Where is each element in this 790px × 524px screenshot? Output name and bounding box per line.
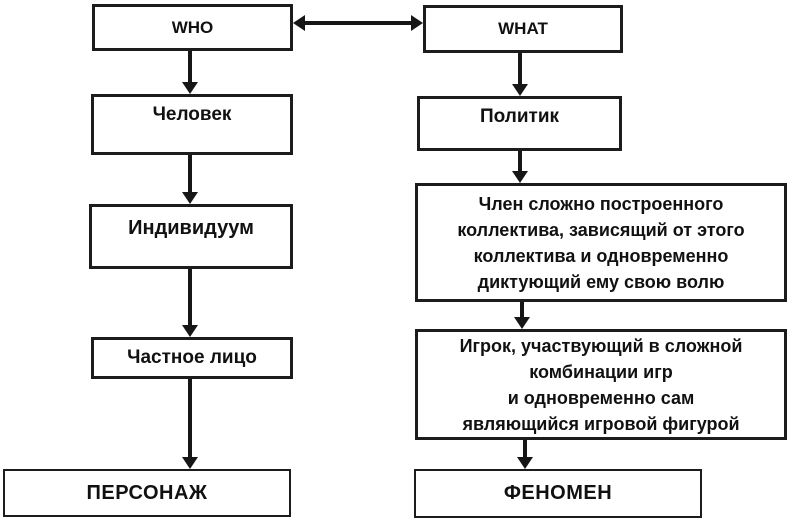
- arrow-politician-to-collective-member: [512, 151, 528, 183]
- arrow-what-to-politician: [512, 53, 528, 96]
- arrow-individual-to-private-person: [182, 269, 198, 337]
- arrowhead-right: [411, 15, 423, 31]
- node-player: Игрок, участвующий в сложной комбинации …: [415, 329, 787, 440]
- node-private-person: Частное лицо: [91, 337, 293, 379]
- arrowhead-down: [517, 457, 533, 469]
- arrow-human-to-individual: [182, 155, 198, 204]
- node-what: WHAT: [423, 5, 623, 53]
- arrowhead-down: [182, 457, 198, 469]
- arrowhead-left: [293, 15, 305, 31]
- node-phenomenon: ФЕНОМЕН: [414, 469, 702, 518]
- arrow-shaft: [302, 21, 414, 25]
- arrowhead-down: [512, 84, 528, 96]
- arrow-player-to-phenomenon: [517, 440, 533, 469]
- arrowhead-down: [514, 317, 530, 329]
- arrow-private-person-to-character: [182, 379, 198, 469]
- arrowhead-down: [512, 171, 528, 183]
- arrow-shaft: [188, 379, 192, 460]
- arrow-shaft: [518, 53, 522, 87]
- node-individual: Индивидуум: [89, 204, 293, 269]
- arrowhead-down: [182, 82, 198, 94]
- arrowhead-down: [182, 325, 198, 337]
- arrow-shaft: [520, 302, 524, 320]
- node-human: Человек: [91, 94, 293, 155]
- arrow-who-to-human: [182, 51, 198, 94]
- node-politician: Политик: [417, 96, 622, 151]
- node-collective-member: Член сложно построенного коллектива, зав…: [415, 183, 787, 302]
- arrow-collective-member-to-player: [514, 302, 530, 329]
- node-character: ПЕРСОНАЖ: [3, 469, 291, 517]
- node-who: WHO: [92, 4, 293, 51]
- arrow-shaft: [188, 155, 192, 195]
- arrow-shaft: [188, 269, 192, 328]
- arrow-shaft: [188, 51, 192, 85]
- arrow-shaft: [523, 440, 527, 460]
- arrowhead-down: [182, 192, 198, 204]
- arrow-who-what-bidirectional: [293, 15, 423, 31]
- arrow-shaft: [518, 151, 522, 174]
